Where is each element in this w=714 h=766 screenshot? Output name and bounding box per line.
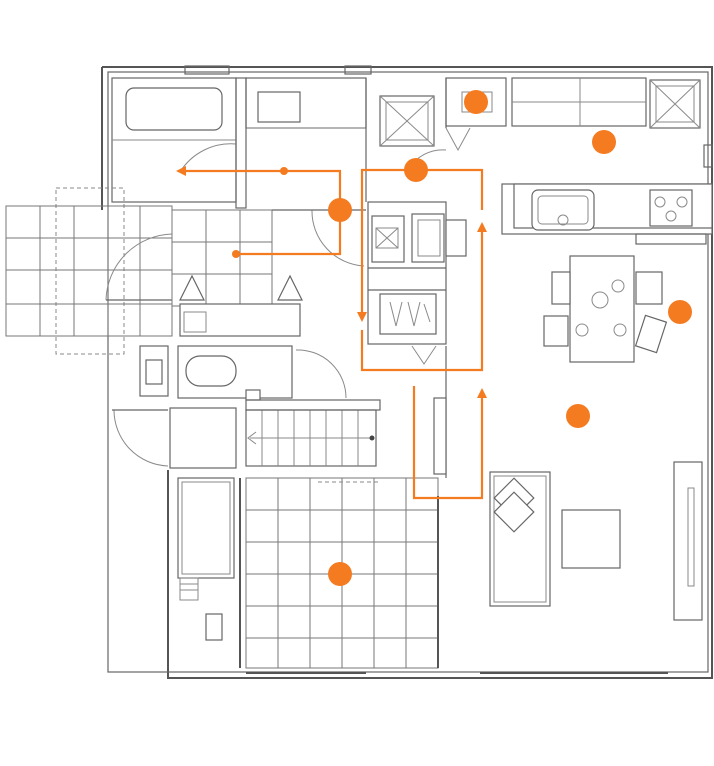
pantry-marker — [404, 158, 428, 182]
central-unit — [367, 201, 467, 365]
dining-table — [569, 255, 635, 363]
kitchen-back-counter — [445, 77, 647, 152]
dining-marker — [668, 300, 692, 324]
washroom — [235, 77, 367, 209]
dryer — [411, 213, 445, 263]
entry-hall — [171, 209, 303, 337]
kitchen-marker — [592, 130, 616, 154]
living-furniture — [489, 461, 703, 621]
bathroom-door-swing — [179, 143, 237, 173]
entrance-door-swing — [105, 233, 173, 301]
storage-closet — [379, 95, 435, 147]
sink — [531, 189, 595, 231]
hallway-marker — [328, 198, 352, 222]
toilet-door-swing — [295, 349, 347, 399]
washing-machine — [257, 91, 301, 123]
tatami-room — [177, 477, 439, 669]
bathtub — [125, 87, 223, 131]
kitchen-counter — [501, 183, 713, 245]
japanese-room-marker — [328, 562, 352, 586]
dining-set — [543, 255, 668, 363]
cooktop — [649, 189, 693, 227]
storage-room — [112, 407, 237, 469]
kitchen-storage-marker — [464, 90, 488, 114]
coffee-table — [561, 509, 621, 569]
shoe-cabinet — [179, 303, 301, 337]
toilet-room — [139, 345, 347, 401]
entrance-porch-tiles — [5, 187, 173, 355]
fridge-space — [649, 79, 701, 129]
location-markers — [328, 90, 692, 586]
living-marker — [566, 404, 590, 428]
partitions — [272, 78, 447, 478]
exterior-walls — [101, 65, 713, 679]
bathroom — [111, 77, 237, 203]
staircase — [245, 399, 381, 467]
shoe-shelf — [379, 293, 437, 335]
